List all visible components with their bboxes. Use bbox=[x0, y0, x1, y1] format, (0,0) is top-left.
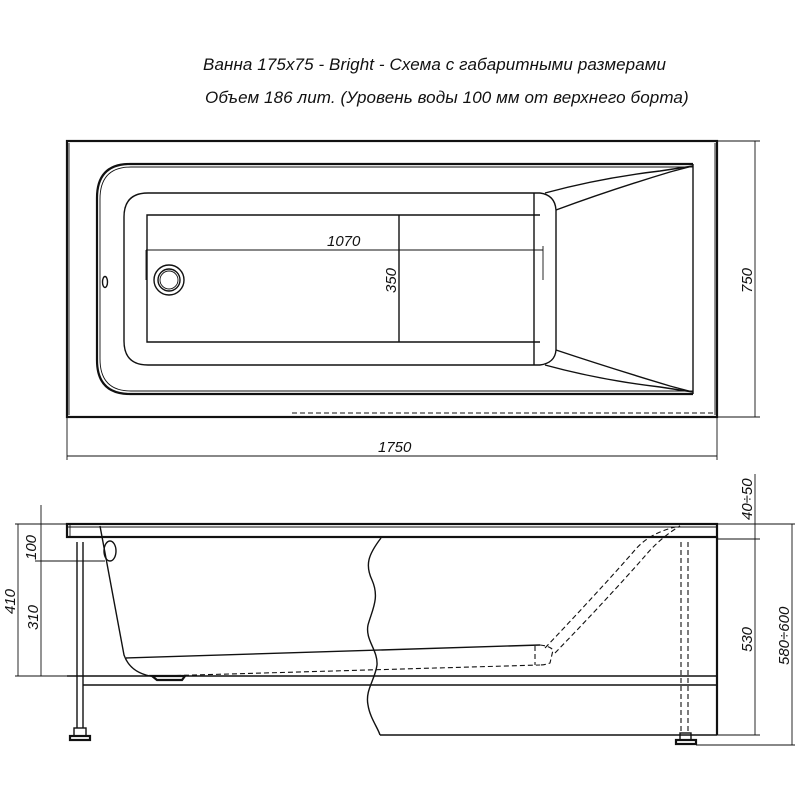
dim-overflow-to-rim: 100 bbox=[23, 534, 40, 560]
overflow-fitting bbox=[103, 540, 117, 562]
side-rim bbox=[65, 522, 719, 539]
top-view: 1070 350 750 1750 bbox=[65, 139, 760, 460]
dim-leg-height: 530 bbox=[739, 626, 756, 652]
break-line bbox=[366, 537, 382, 736]
dim-inner-length: 1070 bbox=[327, 233, 361, 250]
backrest-curve bbox=[539, 192, 557, 366]
right-foot bbox=[674, 738, 698, 746]
dim-rim-thickness: 40÷50 bbox=[739, 478, 756, 520]
bowl-inner-edge bbox=[123, 192, 540, 366]
overflow-slot bbox=[101, 275, 109, 289]
side-view: 100 410 310 40÷50 530 580÷600 bbox=[2, 474, 795, 746]
drawing-subtitle: Объем 186 лит. (Уровень воды 100 мм от в… bbox=[205, 88, 689, 107]
dim-depth-total: 410 bbox=[2, 588, 19, 614]
bowl-left-wall bbox=[99, 525, 165, 677]
outer-rim bbox=[65, 139, 719, 419]
bowl-bottom bbox=[146, 214, 540, 343]
dim-overall-width: 750 bbox=[739, 267, 756, 293]
left-foot bbox=[68, 734, 92, 742]
dim-overall-length: 1750 bbox=[378, 439, 412, 456]
drain-outer bbox=[153, 264, 185, 296]
bowl-floor bbox=[125, 644, 541, 659]
drawing-title: Ванна 175х75 - Bright - Схема с габаритн… bbox=[203, 55, 667, 74]
bowl-outer-edge bbox=[95, 162, 693, 396]
dim-total-height: 580÷600 bbox=[776, 606, 793, 665]
dim-overflow-to-bottom: 310 bbox=[25, 604, 42, 630]
dim-inner-width: 350 bbox=[383, 267, 400, 293]
